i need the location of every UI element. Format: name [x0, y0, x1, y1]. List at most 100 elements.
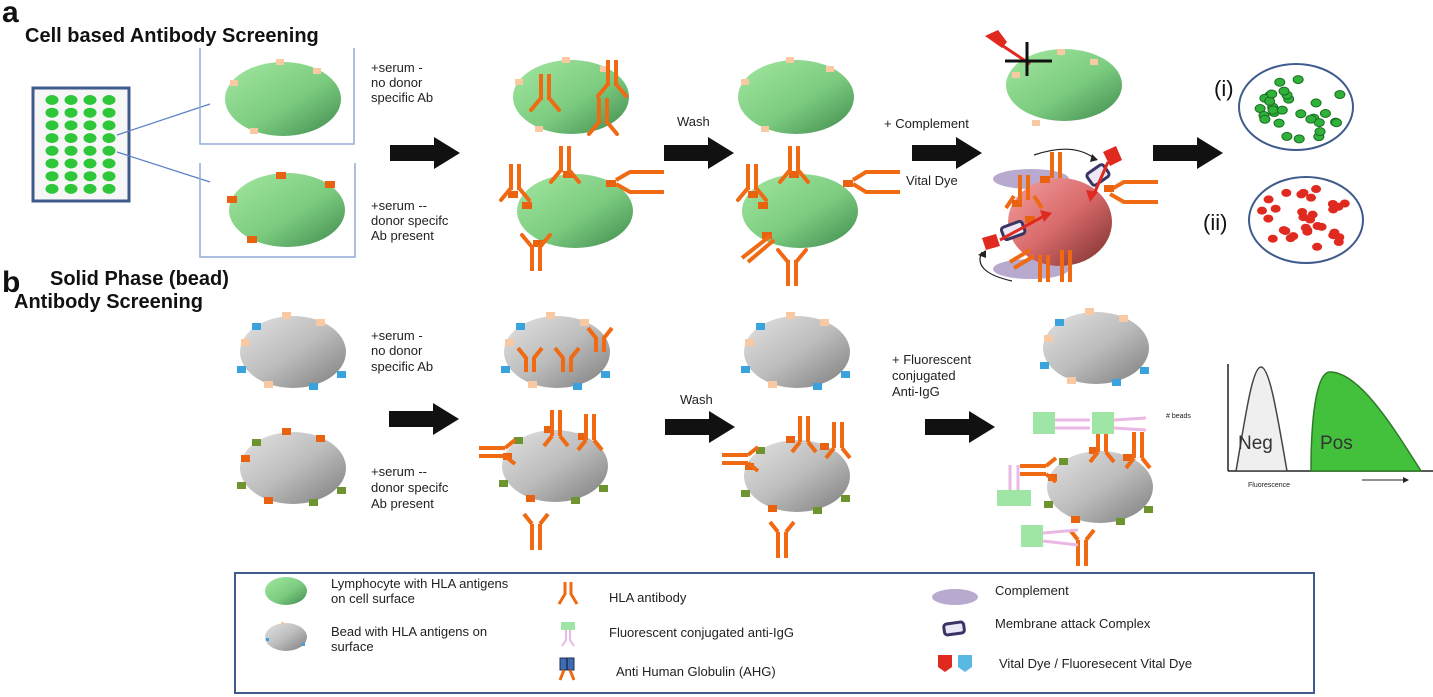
cell-dot — [1295, 109, 1307, 119]
cell-dot — [1328, 231, 1339, 240]
hla-antigen — [741, 490, 750, 497]
hla-antibody — [586, 326, 614, 352]
result-i-label: (i) — [1214, 76, 1234, 101]
serum-pos-label-a: +serum - +serum -- donor specifc Ab pres… — [371, 198, 449, 243]
svg-text:HLA antibody: HLA antibody — [609, 590, 687, 605]
legend-item-mac: Membrane attack Complex — [942, 616, 1151, 637]
plate-well — [45, 120, 59, 131]
plate-well — [64, 133, 78, 144]
live-lymphocyte — [985, 30, 1122, 126]
hla-antigen — [1071, 516, 1080, 523]
cell-dot — [1285, 234, 1296, 243]
hla-antigen — [820, 319, 829, 326]
arrow-a4 — [1153, 137, 1223, 169]
lymphocyte-neg-stage1 — [225, 59, 341, 136]
plate-well — [102, 145, 116, 156]
neg-peak — [1235, 366, 1288, 472]
hla-antibody — [824, 422, 852, 460]
svg-text:+serum -: +serum - — [371, 328, 423, 343]
hla-antigen — [813, 383, 822, 390]
hla-antigen — [1089, 447, 1098, 454]
svg-text:Bead with HLA antigens on: Bead with HLA antigens on — [331, 624, 487, 639]
hla-antibody — [516, 346, 544, 372]
legend-item-bead: Bead with HLA antigens on surface — [265, 622, 487, 654]
hla-antigen — [282, 428, 291, 435]
svg-text:Vital Dye / Fluoresecent Vital: Vital Dye / Fluoresecent Vital Dye — [999, 656, 1192, 671]
svg-text:specific Ab: specific Ab — [371, 90, 433, 105]
plate-well — [83, 120, 97, 131]
y-axis-label: # beads — [1166, 413, 1191, 420]
hla-antigen — [786, 436, 795, 443]
arrow-a1 — [390, 137, 460, 169]
hla-antigen — [1044, 335, 1053, 342]
svg-text:donor specifc: donor specifc — [371, 213, 449, 228]
cell-dot — [1263, 214, 1274, 223]
hla-antigen — [237, 482, 246, 489]
plate-well — [102, 120, 116, 131]
hla-antigen — [786, 312, 795, 319]
hla-antibody — [542, 410, 570, 448]
legend-item-complement: Complement — [932, 583, 1069, 605]
dye-entry-arrow-top — [1033, 148, 1095, 159]
hla-antibody — [553, 346, 581, 372]
plate-well — [45, 133, 59, 144]
svg-text:Ab present: Ab present — [371, 496, 434, 511]
hla-antigen — [768, 381, 777, 388]
cell-dot — [1278, 86, 1290, 96]
hla-antigen — [1067, 377, 1076, 384]
hla-antigen — [544, 426, 553, 433]
cell-dot — [1314, 127, 1326, 137]
svg-text:on cell surface: on cell surface — [331, 591, 415, 606]
cell-dot — [1310, 98, 1322, 108]
hla-antigen — [1055, 319, 1064, 326]
cell-dot — [1276, 105, 1288, 115]
panel-b-title-2: Antibody Screening — [14, 291, 203, 313]
bead — [1047, 451, 1153, 523]
hla-antigen — [316, 319, 325, 326]
cell-dot — [1267, 234, 1278, 243]
arrow-a2 — [664, 137, 734, 169]
fluorescent-anti-igg-cluster — [997, 412, 1147, 547]
svg-text:+ Fluorescent: + Fluorescent — [892, 352, 972, 367]
hla-antigen — [252, 323, 261, 330]
plate-well — [102, 133, 116, 144]
hla-antigen — [309, 383, 318, 390]
vital-dye-icon — [938, 655, 972, 672]
fluorescent-anti-igg-icon — [561, 622, 575, 647]
bead-pos-stage3 — [722, 416, 852, 558]
cell-dot — [1293, 134, 1305, 144]
svg-text:no donor: no donor — [371, 75, 423, 90]
arrow-b1 — [389, 403, 459, 435]
hla-antigen — [745, 339, 754, 346]
plate-well — [83, 133, 97, 144]
svg-text:Anti-IgG: Anti-IgG — [892, 384, 940, 399]
hla-antigen — [501, 366, 510, 373]
vital-dye-icon — [982, 146, 1122, 250]
plate-well — [64, 95, 78, 105]
hla-antigen — [499, 480, 508, 487]
bead-pos-stage1 — [237, 428, 346, 506]
plate-well — [102, 95, 116, 105]
cell-dot — [1307, 210, 1318, 219]
ahg-icon — [558, 657, 576, 681]
plate-well — [83, 171, 97, 182]
hla-antibody — [576, 414, 604, 452]
bead-neg-stage1 — [237, 312, 346, 390]
serum-pos-label-b: +serum -- donor specifc Ab present — [371, 464, 449, 511]
complement-label: + Complement — [884, 116, 969, 131]
bead — [744, 440, 850, 512]
hla-antigen — [1140, 367, 1149, 374]
cell-dot — [1259, 114, 1271, 124]
legend-item-ahg: Anti Human Globulin (AHG) — [558, 657, 776, 681]
cell-dot — [1267, 105, 1279, 115]
bead-pos-stage2 — [479, 410, 608, 550]
cell-dot — [1333, 202, 1344, 211]
wash-label-b: Wash — [680, 392, 713, 407]
serum-neg-label-a: +serum - no donor specific Ab — [371, 60, 433, 105]
hla-antibody — [1088, 426, 1116, 464]
cell-dot — [1312, 242, 1323, 251]
hla-antibody — [479, 438, 517, 466]
hla-antigen — [813, 507, 822, 514]
plate-well — [102, 158, 116, 169]
